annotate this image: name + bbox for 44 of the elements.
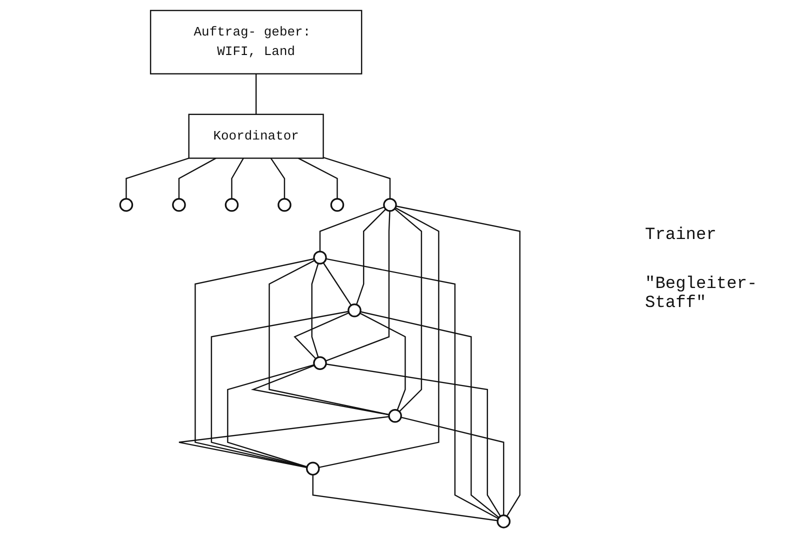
note-label: "Begleiter- Staff" [645, 274, 758, 312]
connector [322, 262, 352, 306]
connector [326, 258, 499, 520]
node-circle [313, 356, 327, 370]
connector [356, 208, 386, 305]
connector [294, 312, 350, 360]
note-label: Trainer [645, 226, 718, 244]
node-circle [119, 198, 134, 212]
node-circle [388, 409, 402, 423]
connector [396, 206, 520, 517]
connector [325, 210, 390, 362]
connector [126, 158, 190, 199]
connector [360, 311, 500, 518]
node-box: Auftrag- geber: WIFI, Land [150, 10, 362, 74]
connector [178, 416, 390, 468]
connector [318, 207, 440, 468]
connector [360, 312, 406, 410]
node-circle [278, 198, 292, 212]
node-circle [224, 198, 239, 212]
node-circle [172, 198, 186, 212]
connector [231, 158, 244, 199]
node-circle [348, 304, 362, 318]
connector [394, 208, 422, 412]
connector [400, 416, 504, 516]
node-circle [330, 198, 344, 212]
node-circle [306, 462, 320, 476]
connector [194, 258, 314, 468]
connector [270, 158, 286, 199]
connector [298, 158, 338, 199]
connector [326, 364, 501, 517]
node-circle [496, 514, 511, 528]
connector [319, 206, 385, 252]
connector [323, 156, 391, 199]
node-circle [313, 250, 327, 265]
connector [227, 364, 314, 468]
connector [178, 158, 216, 199]
connector [250, 364, 390, 416]
connector [255, 74, 257, 114]
connector [268, 260, 390, 416]
connector [210, 310, 349, 468]
node-box: Koordinator [188, 114, 324, 159]
connector [312, 474, 498, 522]
connector [311, 263, 319, 358]
node-circle [383, 198, 397, 212]
